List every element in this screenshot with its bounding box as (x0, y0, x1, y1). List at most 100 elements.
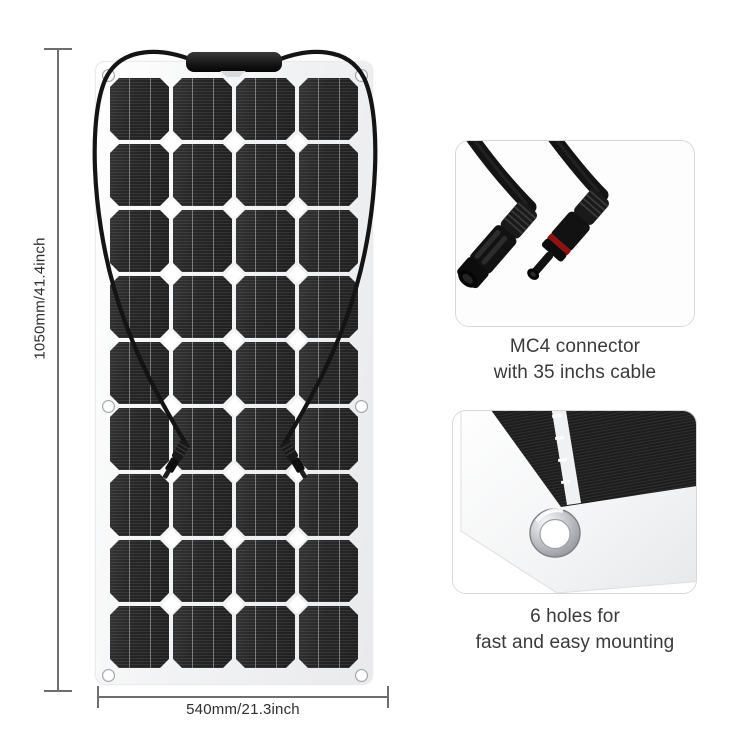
solar-cell (173, 474, 232, 536)
cell-busbar (276, 408, 277, 470)
solar-cell (299, 540, 358, 602)
cell-busbar (213, 276, 214, 338)
cell-busbar (276, 342, 277, 404)
junction-box (186, 52, 282, 72)
feature-caption-mc4-line1: MC4 connector (509, 336, 641, 357)
feature-caption-holes-line1: 6 holes for (530, 606, 620, 627)
solar-cell (236, 606, 295, 668)
cell-busbar (318, 606, 319, 668)
solar-cell (236, 342, 295, 404)
cell-busbar (150, 606, 151, 668)
cell-busbar (339, 144, 340, 206)
cell-busbar (192, 540, 193, 602)
cell-busbar (129, 342, 130, 404)
cell-busbar (318, 342, 319, 404)
solar-cell (110, 474, 169, 536)
cell-busbar (276, 78, 277, 140)
cell-busbar (276, 276, 277, 338)
cell-busbar (213, 78, 214, 140)
cell-busbar (129, 540, 130, 602)
cell-busbar (129, 210, 130, 272)
mc4-connector-photo (456, 141, 694, 326)
cell-busbar (192, 408, 193, 470)
cell-busbar (129, 276, 130, 338)
panel-mc4-connector-left (162, 440, 190, 479)
solar-cell (236, 144, 295, 206)
solar-cell (236, 276, 295, 338)
feature-caption-mc4-line2: with 35 inchs cable (493, 362, 657, 383)
grommet-hole-bottom-right (355, 669, 368, 682)
cell-busbar (339, 540, 340, 602)
cell-busbar (318, 144, 319, 206)
solar-cell (299, 408, 358, 470)
grommet-hole-bottom-left (102, 669, 115, 682)
width-dimension-cap-left (97, 686, 99, 708)
cell-busbar (129, 144, 130, 206)
panel-corner-grommet-photo (453, 411, 696, 593)
cell-busbar (255, 474, 256, 536)
cell-busbar (318, 474, 319, 536)
cell-busbar (192, 606, 193, 668)
solar-cell (110, 144, 169, 206)
cell-busbar (255, 78, 256, 140)
solar-cell (110, 540, 169, 602)
panel-cables (92, 49, 378, 479)
cell-busbar (318, 408, 319, 470)
cell-busbar (318, 210, 319, 272)
cell-busbar (339, 276, 340, 338)
height-dimension-label: 1050mm/41.4inch (31, 237, 49, 360)
cell-busbar (339, 210, 340, 272)
cell-busbar (213, 474, 214, 536)
solar-cell-grid (110, 78, 358, 668)
height-dimension-cap-bottom (44, 690, 72, 692)
solar-cell (173, 78, 232, 140)
feature-card-mc4 (455, 140, 695, 327)
cell-busbar (213, 144, 214, 206)
solar-cell (110, 606, 169, 668)
grommet-hole-mid-right (355, 400, 368, 413)
width-dimension-label: 540mm/21.3inch (186, 701, 300, 718)
cell-busbar (276, 606, 277, 668)
cell-busbar (339, 474, 340, 536)
cell-busbar (318, 540, 319, 602)
solar-cell (299, 78, 358, 140)
cell-busbar (213, 540, 214, 602)
cell-busbar (276, 540, 277, 602)
solar-cell (173, 276, 232, 338)
cell-busbar (339, 606, 340, 668)
cell-busbar (255, 144, 256, 206)
cell-busbar (192, 342, 193, 404)
solar-cell (236, 210, 295, 272)
cell-busbar (192, 144, 193, 206)
cell-busbar (192, 210, 193, 272)
cell-busbar (150, 144, 151, 206)
solar-cell (173, 342, 232, 404)
cell-busbar (213, 408, 214, 470)
solar-cell (173, 540, 232, 602)
solar-cell (299, 342, 358, 404)
cell-busbar (213, 606, 214, 668)
solar-cell (299, 606, 358, 668)
solar-cell (299, 144, 358, 206)
solar-cell (173, 606, 232, 668)
cell-busbar (192, 276, 193, 338)
solar-cell (173, 210, 232, 272)
solar-cell (110, 78, 169, 140)
cell-busbar (192, 78, 193, 140)
solar-cell (299, 210, 358, 272)
width-dimension-cap-right (387, 686, 389, 708)
cell-busbar (129, 606, 130, 668)
cell-busbar (150, 342, 151, 404)
feature-caption-holes-line2: fast and easy mounting (475, 632, 675, 653)
cell-busbar (255, 606, 256, 668)
feature-card-holes (452, 410, 697, 594)
solar-cell (173, 144, 232, 206)
solar-cell (110, 408, 169, 470)
solar-cell (236, 78, 295, 140)
cell-busbar (318, 276, 319, 338)
cell-busbar (339, 342, 340, 404)
cell-busbar (192, 474, 193, 536)
width-dimension-rule (97, 696, 389, 698)
cell-busbar (255, 276, 256, 338)
